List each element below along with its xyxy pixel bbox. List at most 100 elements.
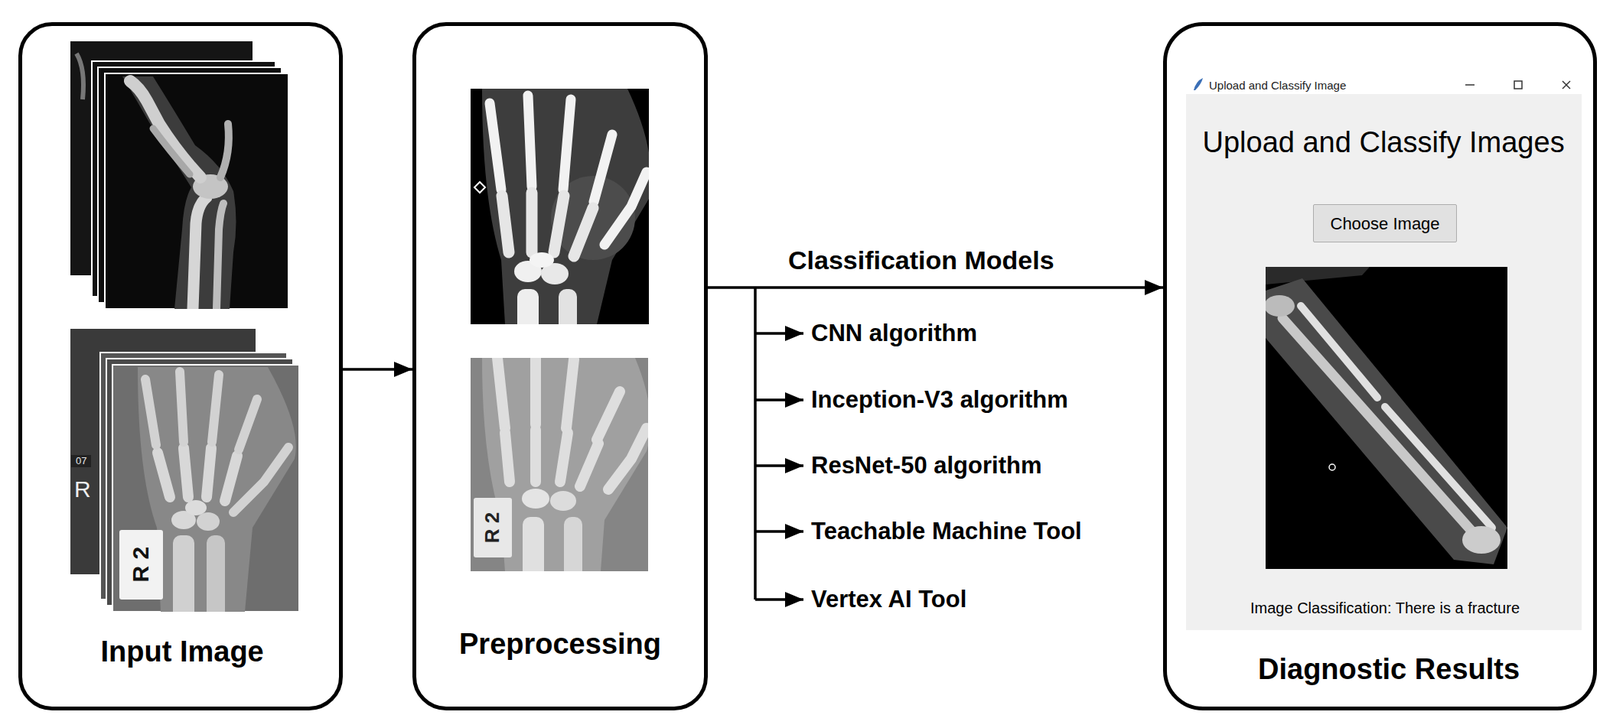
model-branch xyxy=(755,530,804,534)
panel-title: Preprocessing xyxy=(459,628,662,662)
xray-preprocessed-top xyxy=(482,88,649,325)
button-text: Choose Image xyxy=(1330,214,1441,234)
xray-preprocessed-bottom xyxy=(566,359,574,429)
model-name: CNN algorithm xyxy=(811,319,978,348)
xray-forearm-fracture xyxy=(1265,267,1508,570)
model-name: ResNet-50 algorithm xyxy=(811,452,1042,480)
xray-preprocessed-top xyxy=(573,208,594,257)
xray-stack-hand xyxy=(211,374,219,443)
flow-arrow xyxy=(707,286,1164,290)
xray-preprocessed-top xyxy=(563,99,571,190)
xray-stack-hand xyxy=(233,447,289,513)
model-name: Teachable Machine Tool xyxy=(811,518,1082,546)
xray-stack-lateral xyxy=(153,128,190,175)
panel-title: Diagnostic Results xyxy=(1257,653,1520,688)
xray-preprocessed-top xyxy=(474,88,649,325)
xray-stack-lateral xyxy=(220,123,229,178)
choose-image-button: Choose Image xyxy=(1313,204,1457,243)
window-heading: Upload and Classify Images xyxy=(1202,126,1565,160)
input-panel: Input Image xyxy=(18,22,343,711)
xray-stack-hand xyxy=(224,456,238,502)
model-branch xyxy=(755,398,804,402)
xray-preprocessed-bottom xyxy=(596,391,620,440)
xray-preprocessed-bottom xyxy=(530,430,541,483)
xray-preprocessed-bottom xyxy=(521,488,550,509)
xray-stack-hand xyxy=(238,399,258,450)
xray-stack-hand xyxy=(112,364,300,613)
xray-preprocessed-bottom xyxy=(505,433,510,483)
xray-preprocessed-bottom xyxy=(563,517,583,572)
model-branch xyxy=(755,332,804,336)
flow-arrow xyxy=(342,368,413,372)
xray-stack-lateral xyxy=(216,203,224,310)
xray-preprocessed-top xyxy=(474,182,486,193)
xray-stack-hand xyxy=(69,328,300,620)
xray-stack-hand xyxy=(206,535,225,613)
app-window-frame xyxy=(1514,81,1522,89)
xray-preprocessed-top xyxy=(501,195,509,253)
model-name: Inception-V3 algorithm xyxy=(811,386,1069,414)
xray-preprocessed-bottom xyxy=(497,358,506,429)
xray-stack-hand xyxy=(157,452,170,498)
xray-preprocessed-bottom xyxy=(530,358,541,425)
xray-preprocessed-bottom xyxy=(497,358,647,490)
model-branch xyxy=(755,464,804,468)
classification-result: Image Classification: There is a fractur… xyxy=(1250,599,1520,618)
app-window-frame xyxy=(1562,81,1571,89)
app-window-frame xyxy=(1186,76,1582,631)
app-window-frame xyxy=(1465,84,1475,86)
xray-stack-hand xyxy=(206,448,212,498)
side-marker-tag: R 2 xyxy=(127,546,155,583)
xray-stack-lateral xyxy=(122,76,237,310)
xray-forearm-fracture xyxy=(1282,318,1477,538)
xray-forearm-fracture xyxy=(1462,526,1501,554)
xray-preprocessed-top xyxy=(470,88,652,336)
window-title: Upload and Classify Image xyxy=(1208,78,1346,92)
xray-forearm-fracture xyxy=(1265,295,1295,317)
xray-stack-hand xyxy=(71,455,92,468)
xray-preprocessed-bottom xyxy=(550,491,577,512)
xray-stack-lateral xyxy=(69,40,289,310)
xray-stack-hand xyxy=(183,448,189,498)
xray-stack-hand xyxy=(145,379,157,446)
app-window-frame xyxy=(1186,76,1582,631)
xray-stack-lateral xyxy=(104,73,289,310)
xray-stack-hand xyxy=(196,512,220,532)
xray-preprocessed-top xyxy=(517,289,539,325)
xray-preprocessed-bottom xyxy=(560,433,568,483)
xray-stack-hand xyxy=(172,535,195,613)
xray-preprocessed-bottom xyxy=(580,443,599,487)
xray-stack-hand xyxy=(157,448,238,502)
xray-stack-lateral xyxy=(130,81,201,178)
xray-preprocessed-bottom xyxy=(608,428,647,490)
app-window-frame xyxy=(1193,78,1203,91)
xray-forearm-fracture xyxy=(1264,267,1508,570)
xray-preprocessed-top xyxy=(489,103,502,190)
xray-preprocessed-top xyxy=(527,95,532,187)
xray-preprocessed-top xyxy=(526,192,538,253)
xray-forearm-fracture xyxy=(1265,267,1508,565)
xray-forearm-fracture xyxy=(1265,267,1370,285)
xray-stack-hand xyxy=(119,530,163,600)
model-branch xyxy=(755,598,804,602)
xray-stack-lateral xyxy=(122,76,237,310)
xray-preprocessed-top xyxy=(501,192,594,257)
xray-stack-lateral xyxy=(192,197,207,310)
xray-preprocessed-bottom xyxy=(522,517,545,572)
side-marker: R xyxy=(74,476,92,504)
xray-forearm-fracture xyxy=(1265,278,1508,565)
xray-forearm-fracture xyxy=(1300,306,1378,398)
xray-preprocessed-bottom xyxy=(470,358,651,579)
xray-preprocessed-top xyxy=(529,252,554,268)
app-window: Upload and Classify ImageUpload and Clas… xyxy=(1186,76,1582,631)
xray-stack-hand xyxy=(145,371,289,513)
xray-preprocessed-bottom xyxy=(473,498,512,558)
preprocessing-panel: Preprocessing xyxy=(412,22,708,711)
xray-forearm-fracture xyxy=(1384,407,1493,528)
model-name: Vertex AI Tool xyxy=(811,586,967,614)
xray-preprocessed-top xyxy=(489,95,647,245)
film-number: 07 xyxy=(75,456,87,468)
xray-preprocessed-top xyxy=(553,195,564,253)
xray-preprocessed-top xyxy=(593,134,613,203)
